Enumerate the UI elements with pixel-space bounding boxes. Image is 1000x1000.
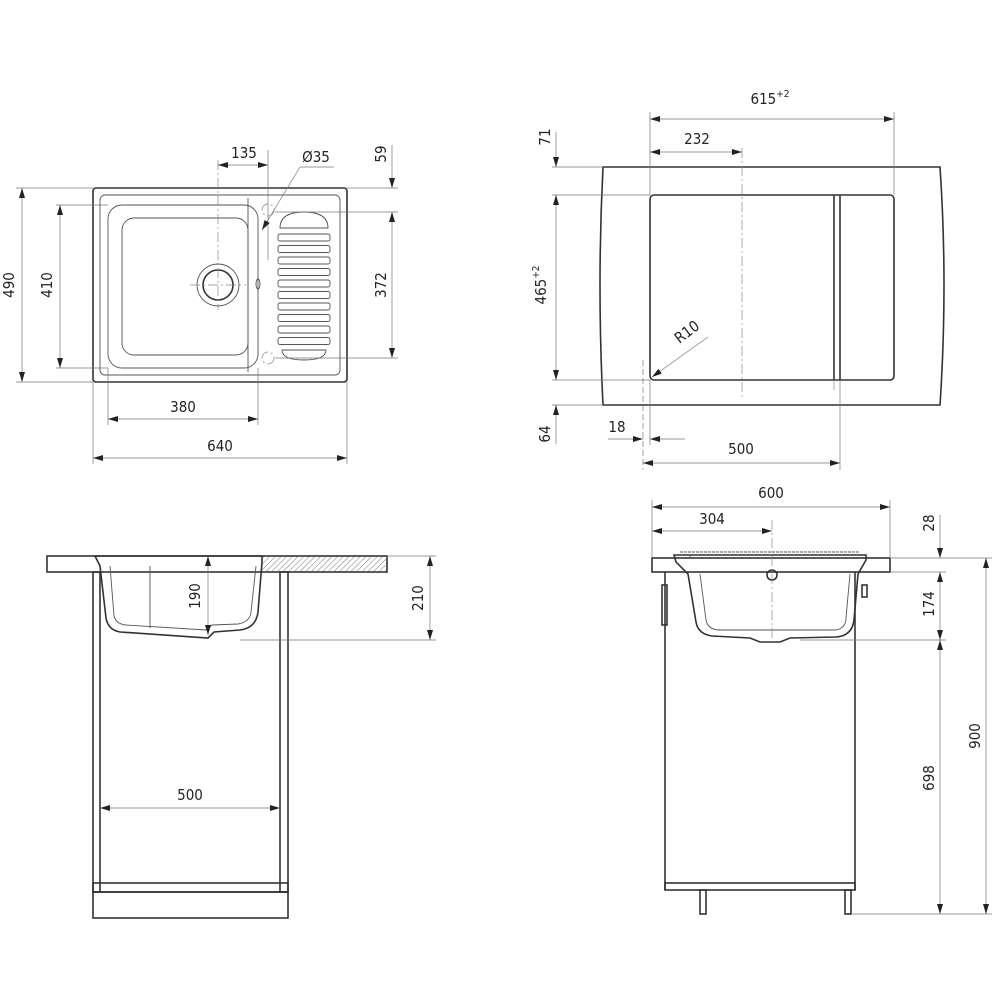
side-section-view: 600 304 28 174 698 900 [651, 484, 992, 915]
dim-r10: R10 [671, 317, 703, 347]
dim-500-cabinet: 500 [177, 786, 203, 804]
dim-410: 410 [38, 272, 56, 298]
cabinet-leg [844, 889, 852, 915]
dim-71: 71 [536, 128, 554, 145]
countertop-section [651, 557, 891, 573]
drain-icon [190, 160, 246, 310]
top-view: 135 Ø35 59 372 490 410 380 640 [0, 144, 398, 464]
sink-bowl-section [93, 555, 263, 639]
rib [277, 245, 331, 253]
cabinet-bottom [664, 882, 856, 891]
dim-600: 600 [758, 484, 784, 502]
countertop-outline [599, 166, 945, 406]
rib [277, 314, 331, 322]
dim-615: 615+2 [750, 89, 789, 108]
cutout-view: 615+2 232 71 465+2 64 R10 18 500 [531, 89, 945, 470]
dim-28: 28 [920, 514, 938, 531]
front-section-view: 190 210 500 [46, 555, 436, 919]
drainboard-ribs [277, 211, 331, 361]
cabinet-right-wall [279, 571, 289, 893]
rib [277, 279, 331, 288]
bowl-inner [121, 217, 249, 356]
sink-outline [92, 187, 348, 383]
dim-diameter-35: Ø35 [302, 148, 330, 166]
dim-640: 640 [207, 437, 233, 455]
dim-135: 135 [231, 144, 257, 162]
dim-59: 59 [372, 145, 390, 162]
cabinet-leg [699, 889, 707, 915]
rib [277, 291, 331, 299]
dim-232: 232 [684, 130, 710, 148]
sink-bowl-section [672, 554, 867, 643]
rib [277, 268, 331, 276]
dim-698: 698 [920, 765, 938, 791]
dim-372: 372 [372, 272, 390, 298]
cabinet-left-wall [92, 571, 101, 893]
rib [277, 302, 331, 311]
overflow-hole-icon [261, 351, 275, 365]
rib [281, 349, 327, 361]
rib [277, 256, 331, 265]
dim-18: 18 [608, 418, 625, 436]
dim-304: 304 [699, 510, 725, 528]
dim-900: 900 [966, 723, 984, 749]
rib [277, 233, 331, 242]
dim-465: 465+2 [531, 265, 550, 304]
cabinet-bottom [92, 882, 289, 893]
bowl-outer [107, 204, 259, 369]
dim-64: 64 [536, 425, 554, 442]
dim-174: 174 [920, 591, 938, 617]
rib [277, 325, 331, 334]
dim-490: 490 [0, 272, 18, 298]
cabinet-plinth [92, 891, 289, 919]
rib [279, 211, 329, 229]
dim-210: 210 [409, 585, 427, 611]
sink-rim [99, 194, 341, 376]
dim-380: 380 [170, 398, 196, 416]
dim-190: 190 [186, 583, 204, 609]
dim-500: 500 [728, 440, 754, 458]
cutout-outline [649, 194, 895, 381]
rib [277, 337, 331, 345]
